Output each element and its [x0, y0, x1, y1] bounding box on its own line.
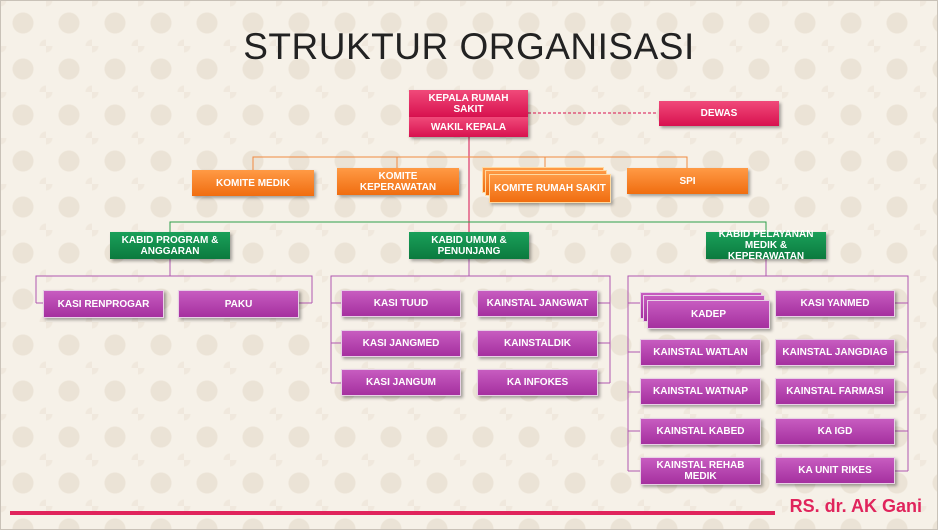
node-kabid-program-anggaran: KABID PROGRAM & ANGGARAN [110, 232, 230, 259]
footer-hospital-name: RS. dr. AK Gani [789, 496, 922, 516]
node-kadep: KADEP [647, 300, 770, 329]
node-paku: PAKU [178, 290, 299, 318]
node-kainstaldik: KAINSTALDIK [477, 330, 598, 357]
connector-group-umum [330, 275, 611, 383]
node-ka-unit-rikes: KA UNIT RIKES [775, 457, 895, 484]
node-wakil-kepala: WAKIL KEPALA [409, 117, 528, 137]
node-ka-infokes: KA INFOKES [477, 369, 598, 396]
connector-kabid [169, 221, 767, 232]
node-kasi-jangum: KASI JANGUM [341, 369, 461, 396]
node-kainstal-kabed: KAINSTAL KABED [640, 418, 761, 445]
node-kabid-pelayanan-medik: KABID PELAYANAN MEDIK & KEPERAWATAN [706, 229, 826, 262]
node-komite-medik: KOMITE MEDIK [192, 170, 314, 196]
node-kasi-jangmed: KASI JANGMED [341, 330, 461, 357]
node-kasi-tuud: KASI TUUD [341, 290, 461, 317]
node-kabid-umum-penunjang: KABID UMUM & PENUNJANG [409, 232, 529, 259]
node-spi: SPI [627, 168, 748, 194]
node-komite-rumah-sakit: KOMITE RUMAH SAKIT [489, 174, 611, 203]
connector-group-pelayanan [627, 275, 909, 471]
connector-group-program [35, 275, 313, 303]
connector-committees [252, 156, 688, 170]
footer-line [10, 511, 775, 515]
node-kainstal-jangwat: KAINSTAL JANGWAT [477, 290, 598, 317]
node-kainstal-rehab-medik: KAINSTAL REHAB MEDIK [640, 457, 761, 485]
node-komite-keperawatan: KOMITE KEPERAWATAN [337, 168, 459, 195]
node-kainstal-watlan: KAINSTAL WATLAN [640, 339, 761, 366]
node-kainstal-farmasi: KAINSTAL FARMASI [775, 378, 895, 405]
node-kasi-renprogar: KASI RENPROGAR [43, 290, 164, 318]
node-kepala-rumah-sakit: KEPALA RUMAH SAKIT [409, 90, 528, 117]
node-kainstal-watnap: KAINSTAL WATNAP [640, 378, 761, 405]
node-kasi-yanmed: KASI YANMED [775, 290, 895, 317]
node-kainstal-jangdiag: KAINSTAL JANGDIAG [775, 339, 895, 366]
node-dewas: DEWAS [659, 101, 779, 126]
page-title: STRUKTUR ORGANISASI [243, 26, 695, 67]
node-ka-igd: KA IGD [775, 418, 895, 445]
